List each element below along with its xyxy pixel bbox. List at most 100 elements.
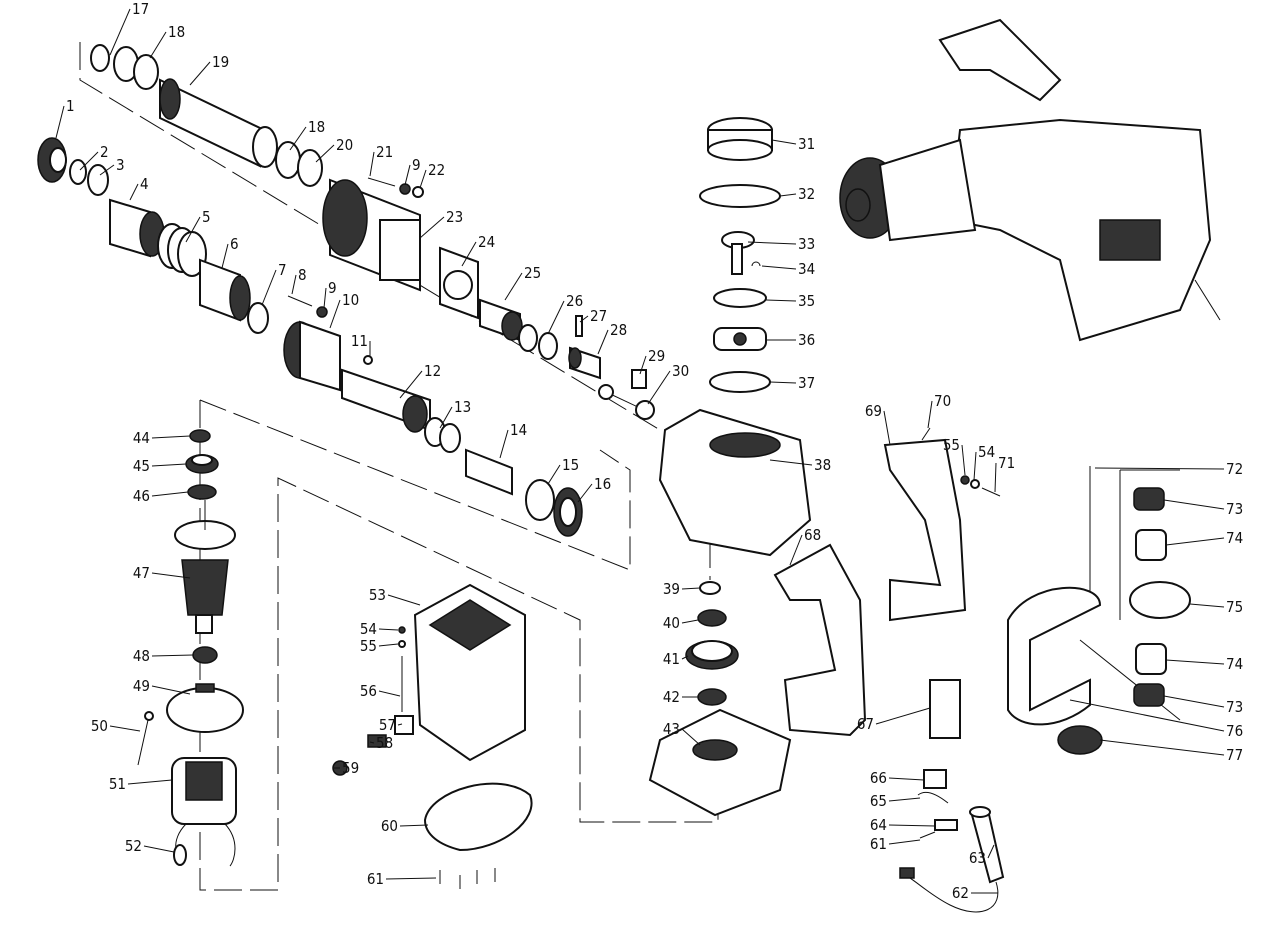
leader-line [151, 654, 194, 657]
part-label-49: 49 [133, 677, 191, 695]
leader-line [369, 741, 375, 744]
part-bearing-48 [192, 646, 218, 664]
part-label-3: 3 [99, 156, 125, 176]
part-label-70: 70 [927, 392, 951, 429]
part-number: 12 [424, 362, 441, 380]
leader-line [639, 355, 647, 375]
leader-line [329, 299, 341, 329]
part-label-73: 73 [1163, 695, 1243, 716]
leader-line [151, 435, 191, 439]
part-number: 21 [376, 143, 393, 161]
part-label-51: 51 [109, 775, 173, 793]
part-cord-clamp-64 [919, 819, 958, 839]
leader-line [771, 139, 797, 145]
part-spring-5 [157, 223, 207, 277]
leader-line [761, 265, 797, 270]
leader-line [647, 370, 671, 405]
part-number: 28 [610, 321, 627, 339]
part-pin-27 [575, 315, 583, 337]
part-number: 42 [663, 688, 680, 706]
part-number: 75 [1226, 598, 1243, 616]
part-number: 48 [133, 647, 150, 665]
leader-line [399, 824, 429, 827]
part-number: 69 [865, 402, 882, 420]
part-bearing-42 [697, 688, 727, 706]
part-number: 61 [367, 870, 384, 888]
part-number: 54 [978, 443, 995, 461]
part-screws-61 [439, 868, 496, 889]
part-sleeve-6 [199, 258, 251, 322]
part-number: 59 [342, 759, 359, 777]
part-label-30: 30 [647, 362, 689, 405]
part-cylinder-19 [159, 78, 278, 168]
part-key-34 [751, 261, 761, 267]
part-ball-11 [363, 355, 373, 365]
part-label-28: 28 [597, 321, 627, 355]
leader-line [747, 241, 797, 245]
part-label-20: 20 [315, 136, 353, 163]
leader-line [109, 8, 131, 56]
part-number: 29 [648, 347, 665, 365]
part-number: 71 [998, 454, 1015, 472]
part-number: 23 [446, 208, 463, 226]
part-number: 36 [798, 331, 815, 349]
part-knob-77 [1057, 725, 1103, 755]
part-label-52: 52 [125, 837, 175, 855]
part-label-18: 18 [289, 118, 325, 151]
part-number: 14 [510, 421, 527, 439]
part-washers-54-55 [398, 626, 406, 648]
part-label-17: 17 [109, 0, 149, 56]
leader-line [504, 272, 523, 301]
part-label-32: 32 [779, 185, 815, 203]
part-label-12: 12 [399, 362, 441, 399]
leader-line [397, 723, 403, 726]
part-number: 39 [663, 580, 680, 598]
part-screw-70 [921, 427, 931, 441]
leader-line [378, 643, 399, 647]
part-label-46: 46 [133, 487, 189, 505]
part-label-13: 13 [439, 398, 471, 429]
part-label-53: 53 [369, 586, 421, 606]
leader-line [888, 797, 921, 802]
part-rings-18 [113, 46, 159, 90]
part-number: 77 [1226, 746, 1243, 764]
part-label-40: 40 [663, 614, 699, 632]
leader-line [1189, 603, 1225, 608]
leader-line [779, 193, 797, 197]
part-label-38: 38 [769, 456, 831, 474]
part-number: 7 [278, 261, 287, 279]
part-number: 61 [870, 835, 887, 853]
part-label-74: 74 [1165, 529, 1243, 547]
part-number: 57 [379, 716, 396, 734]
part-bolt-8 [287, 295, 328, 318]
part-number: 17 [132, 0, 149, 18]
part-number: 62 [952, 884, 969, 902]
part-label-45: 45 [133, 457, 187, 475]
leader-line [289, 126, 307, 151]
part-ring-7 [247, 302, 269, 334]
part-number: 50 [91, 717, 108, 735]
part-number: 35 [798, 292, 815, 310]
part-oring-32 [699, 184, 781, 208]
part-bearing-40 [697, 609, 727, 627]
part-crank-33 [721, 231, 755, 275]
part-label-9: 9 [404, 156, 421, 186]
leader-line [1163, 499, 1225, 510]
part-brush-58 [367, 734, 387, 748]
part-rear-cover-60 [423, 782, 533, 852]
part-switch-67 [929, 679, 961, 739]
part-rings-13 [424, 417, 461, 453]
part-number: 55 [360, 637, 377, 655]
leader-line [404, 164, 411, 186]
part-number: 18 [308, 118, 325, 136]
part-label-36: 36 [766, 331, 815, 349]
part-label-10: 10 [329, 291, 359, 329]
leader-line [109, 725, 141, 732]
part-label-7: 7 [261, 261, 287, 306]
leader-line [387, 594, 421, 606]
part-number: 30 [672, 362, 689, 380]
part-wire-spring-65 [917, 791, 949, 804]
part-label-1: 1 [55, 97, 75, 139]
part-number: 51 [109, 775, 126, 793]
